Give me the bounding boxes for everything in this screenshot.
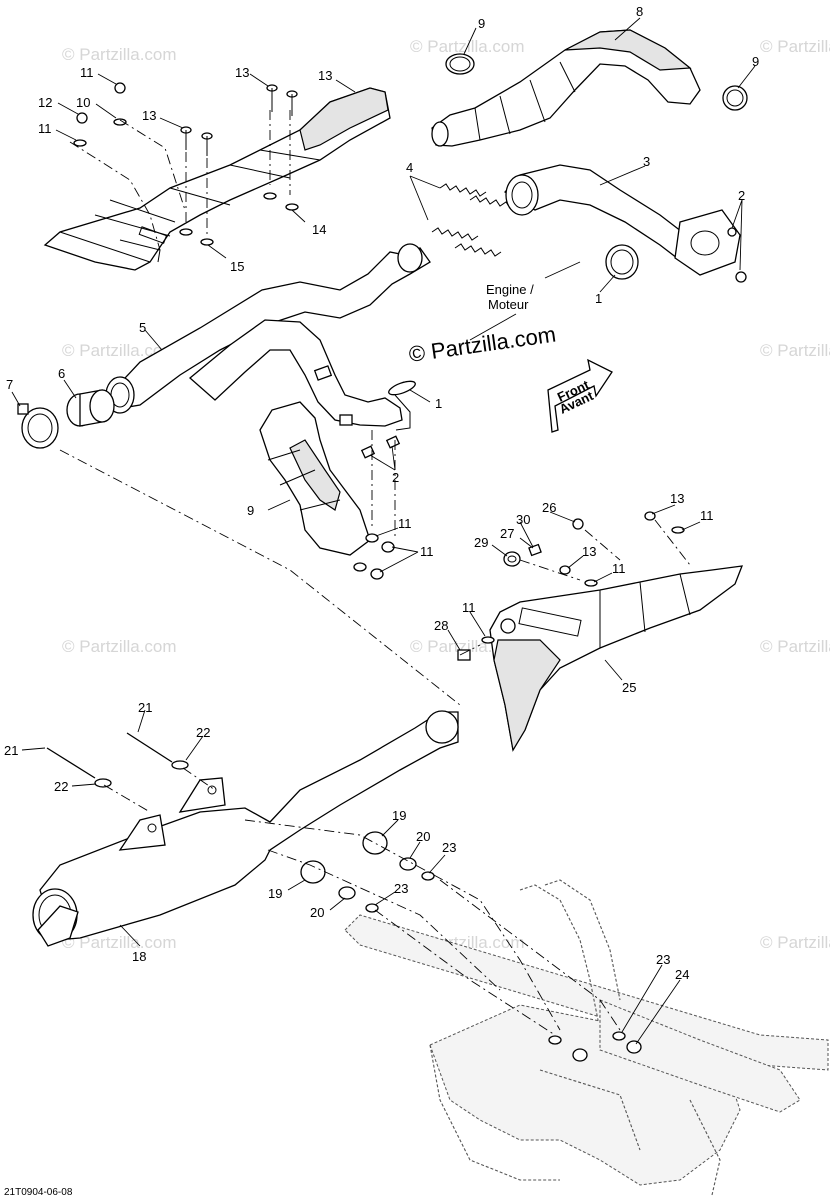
callout-11[interactable]: 11: [398, 516, 412, 531]
callout-19[interactable]: 19: [268, 886, 282, 901]
callout-18[interactable]: 18: [132, 949, 146, 964]
callout-15[interactable]: 13: [142, 108, 156, 123]
watermark-text: © Partzilla.com: [62, 45, 177, 64]
callout-14[interactable]: 13: [318, 68, 332, 83]
muffler[interactable]: [32, 710, 459, 947]
watermark-text: © Partzilla.com: [62, 933, 177, 952]
callout-20[interactable]: 20: [310, 905, 324, 920]
pipe-clamp[interactable]: [17, 403, 59, 449]
exhaust-duct[interactable]: [431, 29, 701, 147]
callout-11[interactable]: 11: [612, 561, 626, 576]
gasket-ring-upper[interactable]: [605, 244, 639, 280]
watermark-text: © Partzilla.com: [62, 637, 177, 656]
callout-26[interactable]: 26: [542, 500, 556, 515]
partzilla-watermark: © Partzilla.com: [407, 322, 557, 367]
front-direction-arrow: Front Avant: [547, 358, 613, 433]
callout-21[interactable]: 21: [138, 700, 152, 715]
callout-23[interactable]: 23: [394, 881, 408, 896]
engine-label-group: Engine / Moteur: [469, 261, 581, 341]
callout-29[interactable]: 29: [474, 535, 488, 550]
callout-22[interactable]: 22: [54, 779, 68, 794]
frame-hardware[interactable]: [548, 1031, 642, 1062]
heat-shield-upper[interactable]: [43, 87, 391, 271]
watermark-text: © Partzilla.com: [760, 637, 830, 656]
callout-6[interactable]: 6: [58, 366, 65, 381]
pipe-sleeve[interactable]: [66, 389, 115, 427]
callout-23[interactable]: 23: [656, 952, 670, 967]
callout-1[interactable]: 1: [435, 396, 442, 411]
watermark-layer: © Partzilla.com © Partzilla.com © Partzi…: [62, 37, 830, 952]
flange-nuts[interactable]: [360, 435, 401, 459]
diagram-code: 21T0904-06-08: [4, 1187, 73, 1198]
callout-3[interactable]: 3: [643, 154, 650, 169]
callout-13[interactable]: 11: [80, 65, 94, 80]
callout-1[interactable]: 1: [595, 291, 602, 306]
alignment-lines: [59, 110, 691, 1036]
callout-20[interactable]: 20: [416, 829, 430, 844]
shield-fasteners-upper[interactable]: [73, 82, 299, 246]
watermark-text: © Partzilla.com: [760, 933, 830, 952]
heat-shield-side[interactable]: [489, 565, 744, 752]
callout-28[interactable]: 28: [434, 618, 448, 633]
callout-8[interactable]: 8: [636, 4, 643, 19]
header-pipe[interactable]: [503, 164, 747, 283]
springs[interactable]: [431, 183, 517, 257]
callout-11[interactable]: 10: [76, 95, 90, 110]
callout-11[interactable]: 11: [38, 121, 52, 136]
callout-16[interactable]: 14: [312, 222, 326, 237]
watermark-text: © Partzilla.com: [62, 341, 177, 360]
callout-4[interactable]: 4: [406, 160, 413, 175]
shield-hardware-middle[interactable]: [353, 533, 395, 580]
callout-11[interactable]: 11: [700, 508, 714, 523]
callout-7[interactable]: 7: [6, 377, 13, 392]
callout-21[interactable]: 21: [4, 743, 18, 758]
callout-13[interactable]: 13: [582, 544, 596, 559]
callout-5[interactable]: 5: [139, 320, 146, 335]
leader-lines: [11, 17, 756, 1045]
callout-16[interactable]: 15: [230, 259, 244, 274]
callout-9[interactable]: 9: [752, 54, 759, 69]
vehicle-frame: [344, 879, 829, 1196]
callout-11[interactable]: 11: [462, 600, 476, 615]
callout-23[interactable]: 23: [442, 840, 456, 855]
callout-9[interactable]: 9: [478, 16, 485, 31]
callout-13[interactable]: 13: [670, 491, 684, 506]
callout-2[interactable]: 2: [738, 188, 745, 203]
callout-24[interactable]: 24: [675, 967, 689, 982]
front-exhaust-pipe[interactable]: [105, 243, 431, 431]
watermark-text: © Partzilla.com: [760, 341, 830, 360]
gasket-ring-lower[interactable]: [387, 379, 417, 398]
callouts: 11 12 10 11 13 13 13 14 15 9 8 9 4 3 2 1…: [4, 4, 759, 982]
moteur-label: Moteur: [488, 297, 529, 312]
engine-label: Engine /: [486, 282, 534, 297]
callout-30[interactable]: 30: [516, 512, 530, 527]
callout-27[interactable]: 27: [500, 526, 514, 541]
callout-25[interactable]: 25: [622, 680, 636, 695]
callout-12[interactable]: 11: [420, 544, 434, 559]
callout-22[interactable]: 22: [196, 725, 210, 740]
callout-15[interactable]: 13: [235, 65, 249, 80]
hose-clamps[interactable]: [445, 53, 748, 111]
callout-13[interactable]: 12: [38, 95, 52, 110]
watermark-text: © Partzilla.com: [760, 37, 830, 56]
callout-19[interactable]: 19: [392, 808, 406, 823]
callout-2[interactable]: 2: [392, 470, 399, 485]
muffler-hardware[interactable]: [46, 732, 435, 913]
callout-10[interactable]: 9: [247, 503, 254, 518]
pipe-heat-shield[interactable]: [259, 401, 371, 556]
shield-hardware-side[interactable]: [457, 511, 685, 661]
